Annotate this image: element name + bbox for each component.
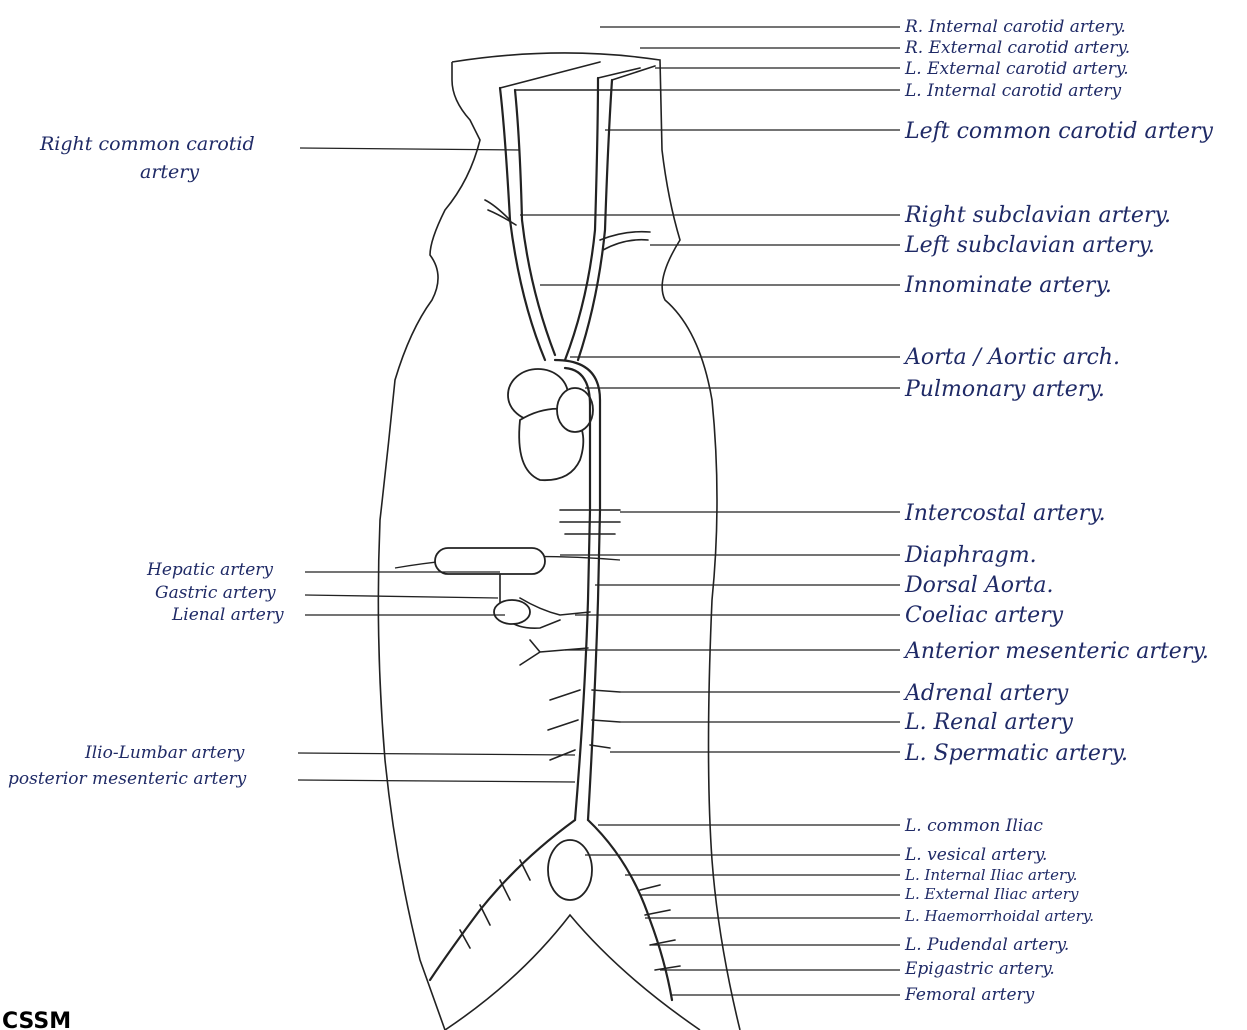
- label-right-subclavian: Right subclavian artery.: [904, 203, 1171, 228]
- label-l-common-iliac: L. common Iliac: [904, 816, 1043, 836]
- corner-mark: CSSM: [2, 1009, 71, 1030]
- label-left-subclavian: Left subclavian artery.: [904, 233, 1155, 258]
- label-pulmonary: Pulmonary artery.: [904, 377, 1105, 402]
- label-adrenal: Adrenal artery: [903, 681, 1069, 706]
- label-l-vesical: L. vesical artery.: [904, 845, 1047, 865]
- label-l-external-iliac: L. External Iliac artery: [904, 885, 1079, 903]
- label-aorta-arch: Aorta / Aortic arch.: [903, 345, 1120, 370]
- heart: [508, 360, 600, 510]
- label-r-internal-carotid: R. Internal carotid artery.: [904, 17, 1126, 37]
- anterior-mesenteric: [520, 640, 588, 665]
- dorsal-aorta-left: [575, 510, 590, 820]
- label-diaphragm: Diaphragm.: [904, 543, 1037, 568]
- label-femoral: Femoral artery: [904, 985, 1035, 1005]
- label-l-pudendal: L. Pudendal artery.: [904, 935, 1069, 955]
- label-anterior-mesenteric: Anterior mesenteric artery.: [903, 639, 1209, 664]
- label-gastric: Gastric artery: [155, 583, 276, 603]
- liver: [435, 548, 545, 574]
- label-l-internal-carotid: L. Internal carotid artery: [904, 81, 1122, 101]
- tail-outline: [445, 915, 700, 1030]
- label-l-spermatic: L. Spermatic artery.: [904, 741, 1128, 766]
- spleen: [494, 600, 530, 624]
- label-coeliac: Coeliac artery: [905, 603, 1064, 628]
- label-posterior-mesenteric: posterior mesenteric artery: [8, 769, 247, 789]
- right-carotid-inner: [515, 90, 555, 355]
- label-dorsal-aorta: Dorsal Aorta.: [904, 573, 1053, 598]
- label-r-external-carotid: R. External carotid artery.: [904, 38, 1130, 58]
- left-carotid-outer: [565, 78, 598, 360]
- label-l-haemorrhoidal: L. Haemorrhoidal artery.: [904, 907, 1094, 925]
- label-hepatic: Hepatic artery: [146, 560, 273, 580]
- right-labels: R. Internal carotid artery. R. External …: [903, 17, 1213, 1005]
- label-left-common-carotid: Left common carotid artery: [904, 119, 1213, 144]
- left-labels: Right common carotid artery Hepatic arte…: [8, 133, 284, 789]
- label-l-renal: L. Renal artery: [904, 710, 1074, 735]
- conus: [557, 388, 593, 432]
- label-lienal: Lienal artery: [171, 605, 284, 625]
- label-l-internal-iliac: L. Internal Iliac artery.: [904, 866, 1077, 884]
- bladder: [548, 840, 592, 900]
- label-right-common-carotid-line2: artery: [140, 161, 199, 183]
- right-subclavian-branch: [485, 200, 516, 225]
- label-epigastric: Epigastric artery.: [904, 959, 1055, 979]
- label-intercostal: Intercostal artery.: [904, 501, 1106, 526]
- label-right-common-carotid: Right common carotid: [39, 133, 255, 155]
- carotid-vessels: [485, 62, 660, 360]
- label-innominate: Innominate artery.: [904, 273, 1112, 298]
- left-subclavian-branch: [600, 232, 650, 250]
- internal-carotid-top: [500, 62, 660, 90]
- common-iliac-right: [588, 820, 672, 1000]
- label-l-external-carotid: L. External carotid artery.: [904, 59, 1129, 79]
- common-iliac-left: [430, 820, 575, 980]
- label-ilio-lumbar: Ilio-Lumbar artery: [84, 743, 245, 763]
